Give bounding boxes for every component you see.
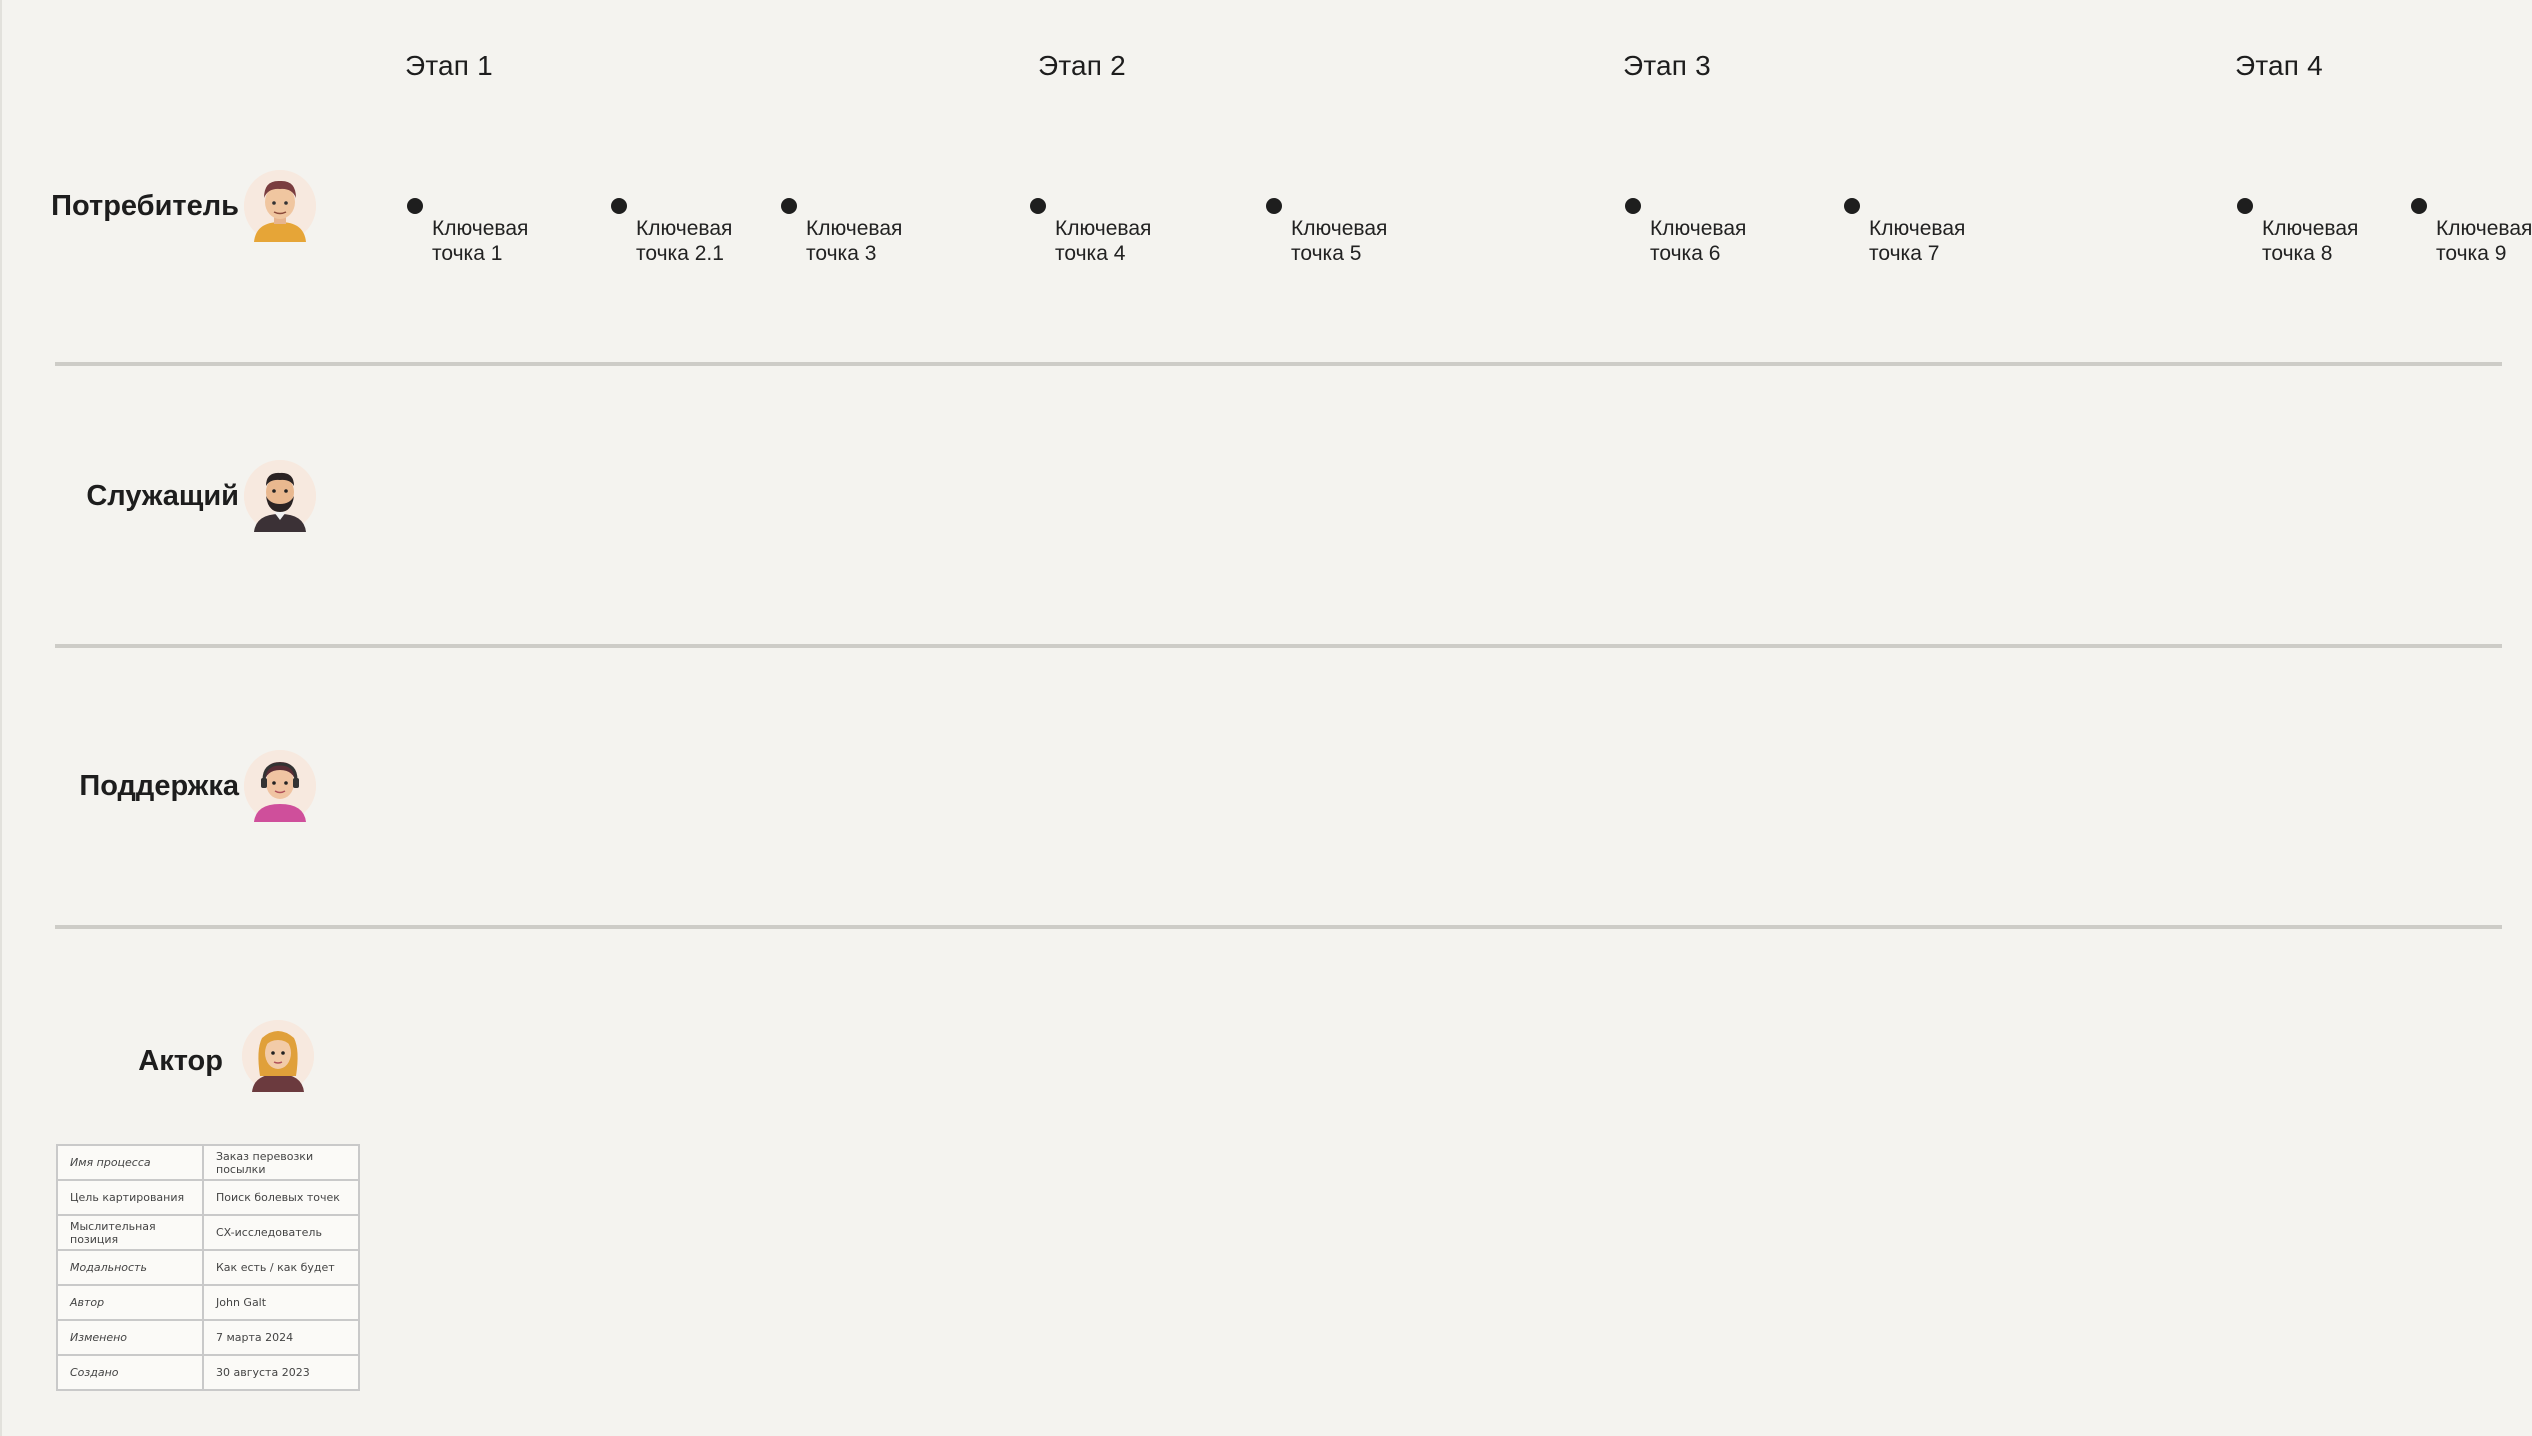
- touchpoint-label: Ключевая точка 8: [2262, 217, 2359, 265]
- meta-key: Автор: [56, 1284, 204, 1321]
- meta-key: Изменено: [56, 1319, 204, 1356]
- table-row: Создано 30 августа 2023: [56, 1354, 360, 1391]
- actor-label-consumer: Потребитель: [51, 190, 239, 222]
- actor-label-employee: Служащий: [86, 480, 239, 512]
- meta-value: Как есть / как будет: [202, 1249, 360, 1286]
- meta-value: 7 марта 2024: [202, 1319, 360, 1356]
- meta-value: 30 августа 2023: [202, 1354, 360, 1391]
- table-row: Изменено 7 марта 2024: [56, 1319, 360, 1356]
- touchpoint-dot: [1030, 198, 1046, 214]
- touchpoint-label: Ключевая точка 6: [1650, 217, 1747, 265]
- stage-3-header: Этап 3: [1623, 50, 1711, 81]
- consumer-avatar-icon: [244, 170, 316, 242]
- touchpoint-label: Ключевая точка 2.1: [636, 217, 733, 265]
- lane-divider: [55, 644, 2502, 648]
- table-row: Имя процесса Заказ перевозки посылки: [56, 1144, 360, 1181]
- meta-key: Модальность: [56, 1249, 204, 1286]
- touchpoint-label: Ключевая точка 1: [432, 217, 529, 265]
- touchpoint-dot: [2237, 198, 2253, 214]
- touchpoint-dot: [407, 198, 423, 214]
- process-metadata-table: Имя процесса Заказ перевозки посылки Цел…: [56, 1144, 360, 1391]
- lane-divider: [55, 925, 2502, 929]
- stage-1-header: Этап 1: [405, 50, 493, 81]
- lane-divider: [55, 362, 2502, 366]
- support-avatar-icon: [244, 750, 316, 822]
- touchpoint-dot: [611, 198, 627, 214]
- actor-label-actor: Актор: [138, 1045, 223, 1077]
- touchpoint-dot: [1844, 198, 1860, 214]
- canvas-left-edge: [0, 0, 2, 1436]
- touchpoint-label: Ключевая точка 9: [2436, 217, 2532, 265]
- touchpoint-label: Ключевая точка 5: [1291, 217, 1388, 265]
- meta-key: Имя процесса: [56, 1144, 204, 1181]
- touchpoint-dot: [1266, 198, 1282, 214]
- meta-value: Поиск болевых точек: [202, 1179, 360, 1216]
- employee-avatar-icon: [244, 460, 316, 532]
- touchpoint-label: Ключевая точка 3: [806, 217, 903, 265]
- table-row: Мыслительная позиция CX-исследователь: [56, 1214, 360, 1251]
- table-row: Модальность Как есть / как будет: [56, 1249, 360, 1286]
- touchpoint-dot: [781, 198, 797, 214]
- meta-value: Заказ перевозки посылки: [202, 1144, 360, 1181]
- meta-value: CX-исследователь: [202, 1214, 360, 1251]
- meta-key: Мыслительная позиция: [56, 1214, 204, 1251]
- meta-key: Цель картирования: [56, 1179, 204, 1216]
- meta-key: Создано: [56, 1354, 204, 1391]
- touchpoint-dot: [2411, 198, 2427, 214]
- stage-4-header: Этап 4: [2235, 50, 2323, 81]
- actor-avatar-icon: [242, 1020, 314, 1092]
- meta-value: John Galt: [202, 1284, 360, 1321]
- touchpoint-label: Ключевая точка 4: [1055, 217, 1152, 265]
- touchpoint-label: Ключевая точка 7: [1869, 217, 1966, 265]
- touchpoint-dot: [1625, 198, 1641, 214]
- table-row: Цель картирования Поиск болевых точек: [56, 1179, 360, 1216]
- stage-2-header: Этап 2: [1038, 50, 1126, 81]
- table-row: Автор John Galt: [56, 1284, 360, 1321]
- actor-label-support: Поддержка: [79, 770, 239, 802]
